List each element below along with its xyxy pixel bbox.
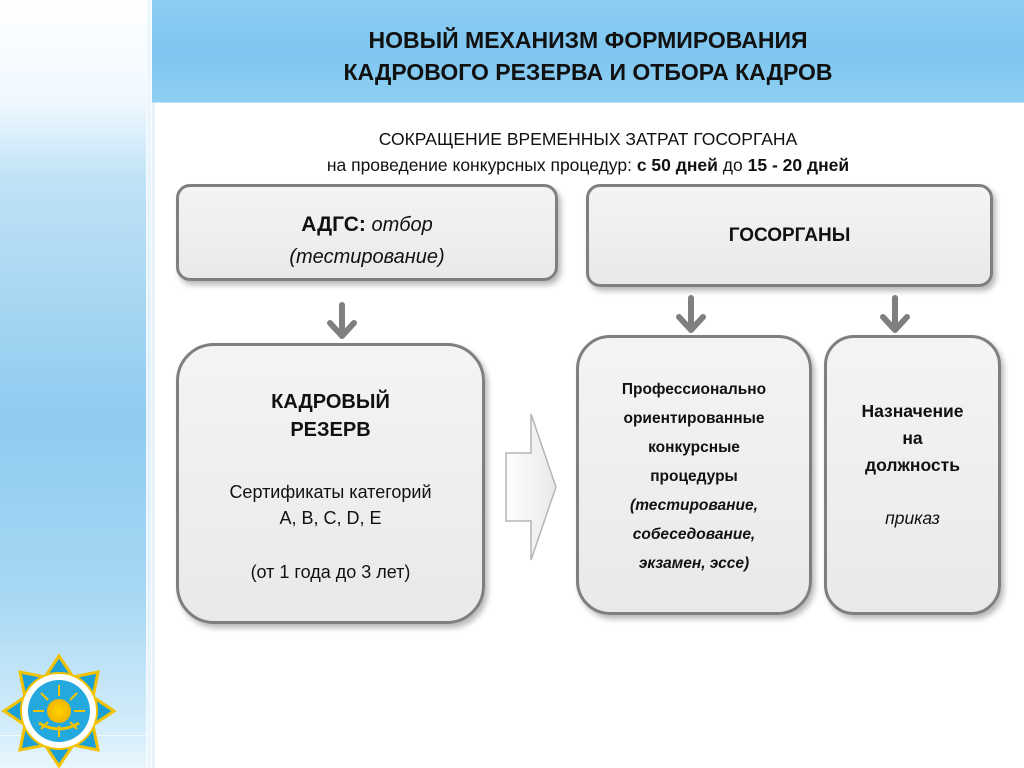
kazakhstan-emblem-icon <box>1 653 117 768</box>
adgs-box: АДГС: отбор (тестирование) <box>176 184 558 281</box>
down-arrow-icon <box>880 295 910 333</box>
adgs-label-italic: отбор <box>371 214 433 236</box>
procedures-box: Профессионально ориентированные конкурсн… <box>576 335 812 615</box>
reserve-title: КАДРОВЫЙ РЕЗЕРВ <box>179 388 482 444</box>
header-band <box>152 0 1024 103</box>
procedures-italic-line: (тестирование, <box>630 497 758 514</box>
title-line-1: НОВЫЙ МЕХАНИЗМ ФОРМИРОВАНИЯ <box>368 27 808 53</box>
appointment-box: Назначение на должность приказ <box>824 335 1001 615</box>
procedures-line: Профессионально <box>621 381 767 398</box>
reserve-period: (от 1 года до 3 лет) <box>250 562 411 582</box>
reserve-cert-2: A, B, C, D, E <box>279 508 382 528</box>
subtitle-from: с 50 дней <box>636 155 718 175</box>
personnel-reserve-box: КАДРОВЫЙ РЕЗЕРВ Сертификаты категорий A,… <box>176 343 485 624</box>
reserve-title-2: РЕЗЕРВ <box>290 419 371 441</box>
procedures-line: конкурсные <box>648 439 740 456</box>
procedures-italic-line: экзамен, эссе) <box>638 555 750 572</box>
appointment-order: приказ <box>885 508 940 528</box>
reserve-title-1: КАДРОВЫЙ <box>271 391 390 413</box>
subtitle-to-word: до <box>722 155 743 175</box>
appointment-line: Назначение <box>861 401 964 421</box>
left-band-edge <box>146 0 152 768</box>
procedures-italic-line: собеседование, <box>632 526 756 543</box>
title-line-2: КАДРОВОГО РЕЗЕРВА И ОТБОРА КАДРОВ <box>343 59 833 85</box>
adgs-line-1: АДГС: отбор <box>179 209 555 241</box>
gosorgany-box: ГОСОРГАНЫ <box>586 184 993 287</box>
page-title: НОВЫЙ МЕХАНИЗМ ФОРМИРОВАНИЯ КАДРОВОГО РЕ… <box>152 24 1024 88</box>
appointment-line: должность <box>865 455 960 475</box>
reserve-cert-1: Сертификаты категорий <box>229 482 432 502</box>
procedures-line: ориентированные <box>623 410 765 427</box>
gosorgany-label: ГОСОРГАНЫ <box>728 225 851 246</box>
block-right-arrow <box>505 413 557 561</box>
left-decorative-band <box>0 0 152 768</box>
adgs-label: АДГС: <box>301 213 366 236</box>
down-arrow-icon <box>676 295 706 333</box>
down-arrow-icon <box>327 302 357 339</box>
adgs-line-2: (тестирование) <box>289 246 445 268</box>
subtitle-to: 15 - 20 дней <box>747 155 850 175</box>
procedures-line: процедуры <box>650 468 738 485</box>
subtitle-prefix: на проведение конкурсных процедур: <box>326 155 632 175</box>
appointment-line: на <box>902 428 923 448</box>
subtitle: СОКРАЩЕНИЕ ВРЕМЕННЫХ ЗАТРАТ ГОСОРГАНА на… <box>160 126 1016 178</box>
subtitle-line-2: на проведение конкурсных процедур: с 50 … <box>160 152 1016 178</box>
subtitle-line-1: СОКРАЩЕНИЕ ВРЕМЕННЫХ ЗАТРАТ ГОСОРГАНА <box>378 129 798 149</box>
left-band-edge-line <box>152 0 155 768</box>
